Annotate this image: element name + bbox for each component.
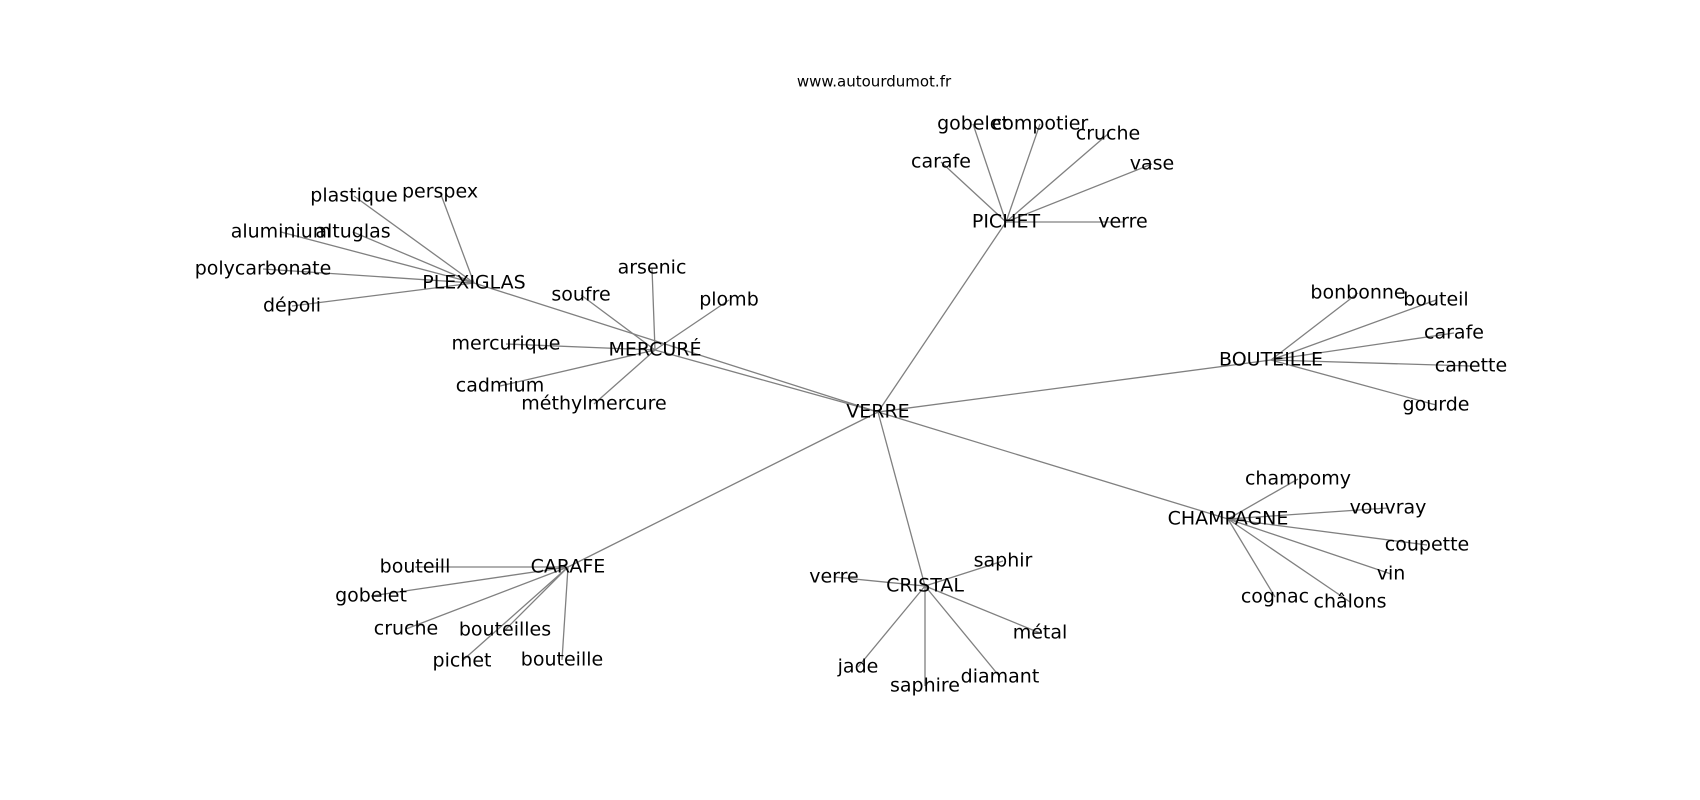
leaf-node-plexiglas-aluminium[interactable]: aluminium [231,221,332,243]
edge-champagne-vin [1227,518,1392,575]
leaf-node-plexiglas-altuglas[interactable]: altuglas [315,221,390,243]
leaf-node-cristal-saphir[interactable]: saphir [974,550,1033,572]
edge-champagne-chalons [1227,518,1351,603]
leaf-node-bouteille-carafe[interactable]: carafe [1424,322,1484,344]
leaf-node-cristal-saphire[interactable]: saphire [890,675,960,697]
center-node-label[interactable]: VERRE [846,401,909,423]
edge-carafe-bouteilles [504,566,569,631]
edge-cristal-jade [857,585,926,668]
edge-verre-mercure [654,349,879,413]
leaf-node-mercure-cadmium[interactable]: cadmium [456,375,545,397]
leaf-node-carafe-cruche[interactable]: cruche [374,618,438,640]
edge-mercure-soufre [580,294,656,351]
edge-bouteille-bouteil [1270,299,1437,361]
edge-plexiglas-polycarbonate [262,268,475,284]
leaf-node-pichet-vase[interactable]: vase [1130,153,1174,175]
leaf-node-mercure-mercurique[interactable]: mercurique [452,333,561,355]
edge-pichet-vase [1005,163,1153,223]
edge-verre-plexiglas [473,282,879,413]
edge-mercure-methylmercure [593,349,656,405]
edge-plexiglas-aluminium [280,231,475,284]
edge-bouteille-gourde [1270,359,1437,406]
leaf-node-champagne-cognac[interactable]: cognac [1241,586,1309,608]
leaf-node-pichet-verre[interactable]: verre [1098,211,1148,233]
leaf-node-plexiglas-plastique[interactable]: plastique [310,185,397,207]
edge-bouteille-carafe [1270,332,1455,361]
edge-champagne-champomy [1227,478,1299,520]
edge-pichet-carafe [940,161,1007,223]
edge-mercure-cadmium [499,349,656,387]
leaf-node-mercure-methylmercure[interactable]: méthylmercure [521,393,666,415]
leaf-node-pichet-cruche[interactable]: cruche [1076,123,1140,145]
edge-champagne-vouvray [1227,507,1389,520]
edge-plexiglas-perspex [439,191,475,284]
hub-node-cristal[interactable]: CRISTAL [886,575,964,597]
leaf-node-cristal-jade[interactable]: jade [837,656,879,678]
leaf-node-bouteille-gourde[interactable]: gourde [1403,394,1470,416]
hub-node-mercure[interactable]: MERCURÉ [608,338,701,361]
leaf-node-cristal-verre[interactable]: verre [809,566,859,588]
leaf-node-champagne-coupette[interactable]: coupette [1385,534,1469,556]
site-url-label: www.autourdumot.fr [797,73,952,91]
leaf-node-plexiglas-depoli[interactable]: dépoli [263,295,321,317]
edge-plexiglas-plastique [353,195,475,284]
edge-bouteille-bonbonne [1270,292,1359,361]
leaf-node-carafe-bouteille[interactable]: bouteille [521,649,603,671]
edge-verre-pichet [877,221,1007,413]
leaf-node-mercure-arsenic[interactable]: arsenic [618,257,687,279]
leaf-node-cristal-metal[interactable]: métal [1013,622,1068,644]
leaf-node-champagne-champomy[interactable]: champomy [1245,468,1351,490]
edge-mercure-mercurique [505,343,656,351]
leaf-node-carafe-pichet[interactable]: pichet [433,650,492,672]
edge-cristal-saphir [924,560,1004,587]
leaf-node-pichet-gobelet[interactable]: gobelet [937,113,1009,135]
hub-node-champagne[interactable]: CHAMPAGNE [1168,508,1289,530]
edge-pichet-cruche [1005,133,1109,223]
edge-plexiglas-altuglas [352,231,475,284]
edge-carafe-gobelet [370,566,569,597]
edge-pichet-compotier [1005,123,1041,223]
edge-bouteille-canette [1270,359,1472,367]
leaf-node-bouteille-bouteil[interactable]: bouteil [1403,289,1468,311]
edge-mercure-arsenic [651,267,656,351]
hub-node-plexiglas[interactable]: PLEXIGLAS [422,272,525,294]
edge-pichet-gobelet [972,123,1007,223]
leaf-node-mercure-plomb[interactable]: plomb [699,289,759,311]
edge-cristal-verre [833,576,926,587]
hub-node-carafe[interactable]: CARAFE [531,556,606,578]
leaf-node-mercure-soufre[interactable]: soufre [551,284,610,306]
edge-verre-bouteille [877,359,1272,413]
leaf-node-cristal-diamant[interactable]: diamant [961,666,1040,688]
leaf-node-carafe-gobelet[interactable]: gobelet [335,585,407,607]
leaf-node-plexiglas-polycarbonate[interactable]: polycarbonate [195,258,332,280]
leaf-node-pichet-compotier[interactable]: compotier [992,113,1089,135]
leaf-node-bouteille-bonbonne[interactable]: bonbonne [1310,282,1405,304]
graph-edges [262,123,1472,686]
hub-node-pichet[interactable]: PICHET [972,211,1041,233]
edge-verre-carafe [567,411,879,568]
leaf-node-carafe-bouteilles[interactable]: bouteilles [459,619,551,641]
edge-cristal-metal [924,585,1041,634]
leaf-node-carafe-bouteill[interactable]: bouteill [380,556,451,578]
edge-verre-cristal [877,411,926,587]
hub-node-bouteille[interactable]: BOUTEILLE [1219,349,1323,371]
edge-carafe-bouteille [561,566,569,661]
leaf-node-champagne-vouvray[interactable]: vouvray [1350,497,1427,519]
leaf-node-champagne-chalons[interactable]: châlons [1314,591,1387,613]
edge-carafe-cruche [405,566,569,630]
edge-champagne-coupette [1227,518,1428,546]
edge-champagne-cognac [1227,518,1276,598]
leaf-node-plexiglas-perspex[interactable]: perspex [402,181,478,203]
edge-carafe-pichet [461,566,569,662]
edge-cristal-diamant [924,585,1001,678]
leaf-node-pichet-carafe[interactable]: carafe [911,151,971,173]
leaf-node-bouteille-canette[interactable]: canette [1435,355,1507,377]
edge-verre-champagne [877,411,1229,520]
edge-plexiglas-depoli [291,282,475,307]
edge-mercure-plomb [654,299,730,351]
leaf-node-champagne-vin[interactable]: vin [1377,563,1406,585]
